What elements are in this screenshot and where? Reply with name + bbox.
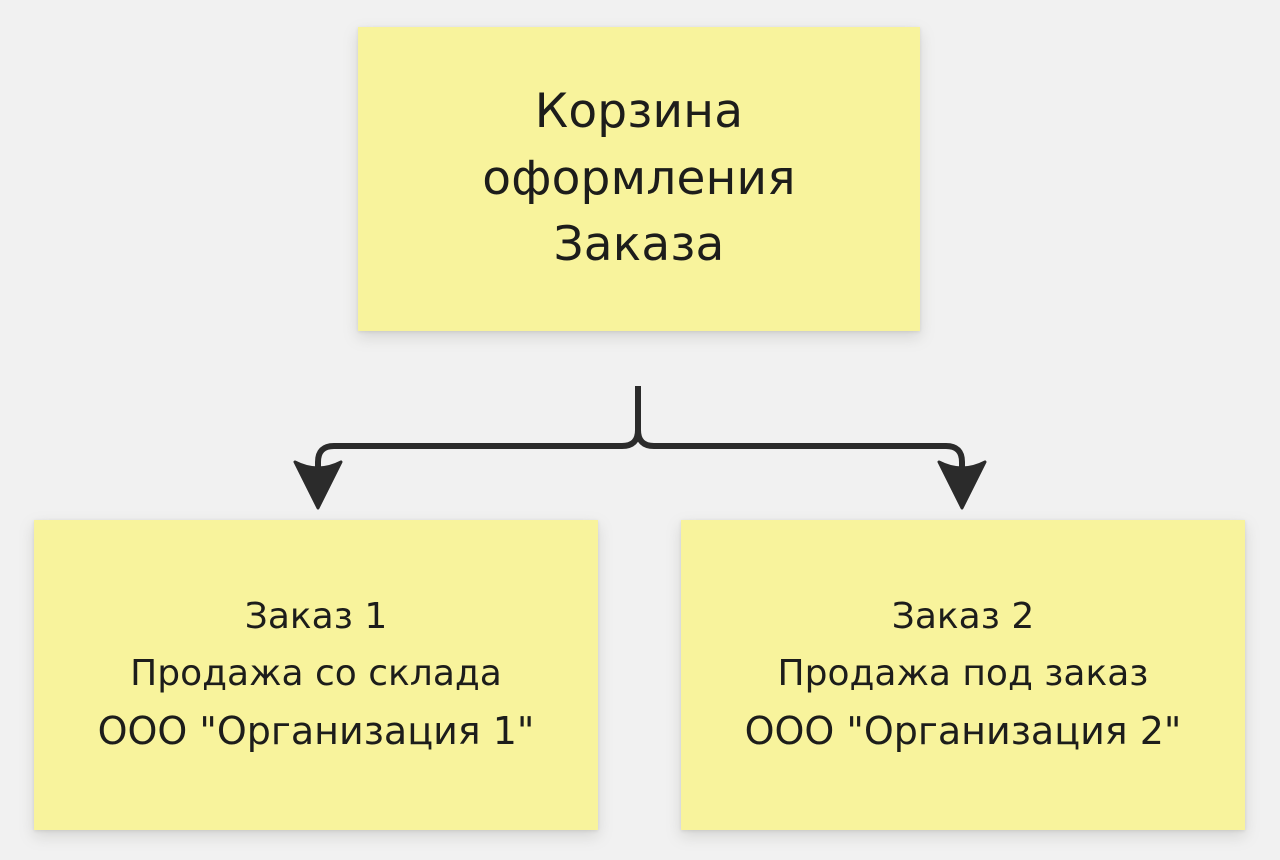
node-root-line-3: Заказа bbox=[553, 217, 725, 273]
node-order-1-description: Продажа со склада bbox=[130, 652, 502, 694]
node-order-2-organization: ООО "Организация 2" bbox=[744, 709, 1182, 754]
node-root-line-2: оформления bbox=[482, 150, 796, 206]
node-order-2-description: Продажа под заказ bbox=[777, 652, 1149, 694]
connector-right-branch bbox=[635, 429, 965, 472]
arrow-down-right bbox=[937, 460, 987, 510]
node-shopping-cart-checkout[interactable]: Корзина оформления Заказа bbox=[358, 27, 920, 331]
connector-left-branch bbox=[315, 429, 641, 472]
node-order-2-title: Заказ 2 bbox=[891, 595, 1035, 637]
node-order-2[interactable]: Заказ 2 Продажа под заказ ООО "Организац… bbox=[681, 520, 1245, 830]
node-order-1-title: Заказ 1 bbox=[244, 595, 388, 637]
node-order-1[interactable]: Заказ 1 Продажа со склада ООО "Организац… bbox=[34, 520, 598, 830]
node-order-1-organization: ООО "Организация 1" bbox=[97, 709, 535, 754]
node-root-line-1: Корзина bbox=[534, 83, 744, 139]
arrow-down-left bbox=[293, 460, 343, 510]
